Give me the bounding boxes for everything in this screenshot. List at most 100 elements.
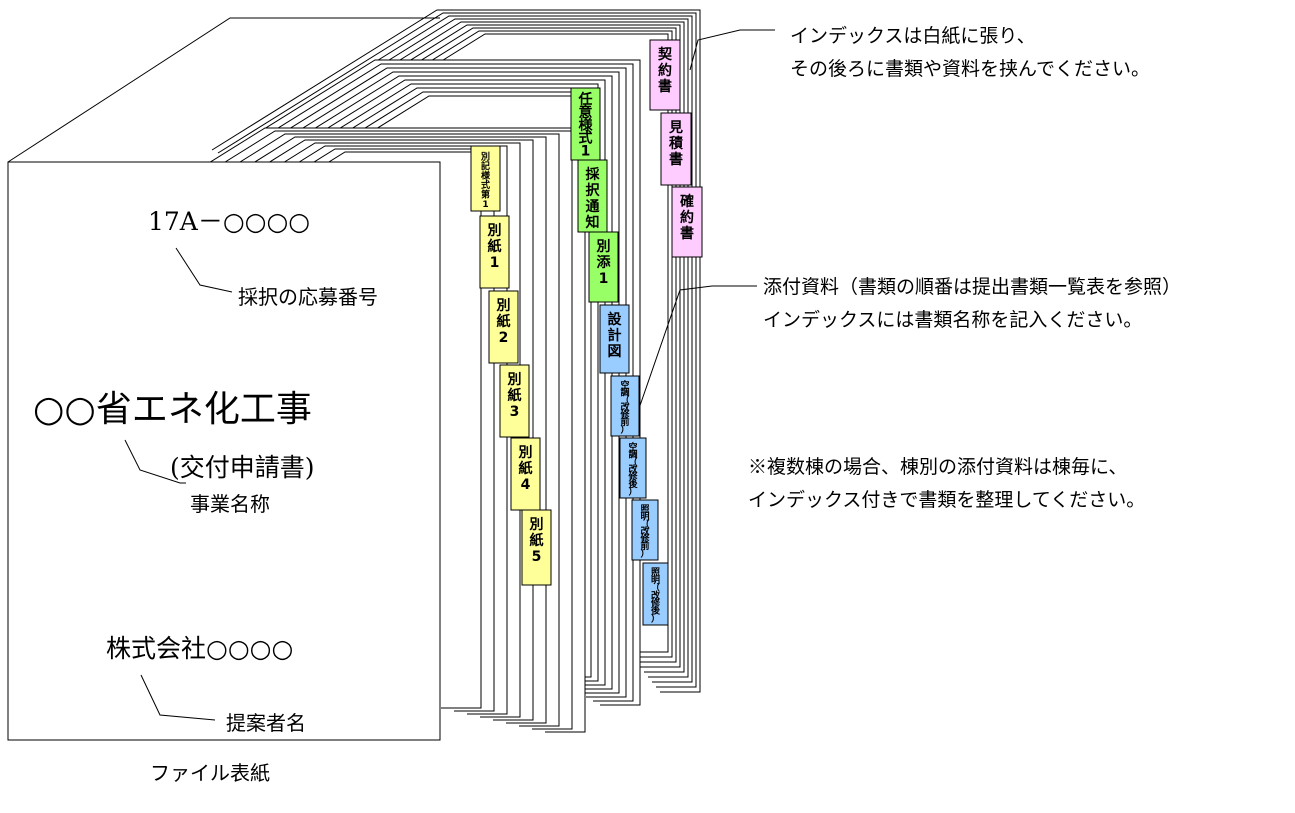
index-tab-body (488, 290, 519, 364)
index-tab-char: 1 (482, 200, 488, 210)
index-tab-char: 紙 (519, 460, 533, 477)
index-tabs: 別記様式第1別紙1別紙2別紙3別紙4別紙5任意様式1採択通知別添1設計図空調（改… (470, 39, 703, 626)
index-tab: 照明（改修前） (631, 499, 659, 561)
index-tab-char: 2 (499, 330, 509, 346)
note-line: その後ろに書類や資料を挟んでください。 (790, 58, 1151, 80)
index-tab-char: 明 (640, 511, 649, 522)
index-tab-char: 別 (518, 445, 533, 461)
index-tab-char: 修 (639, 533, 650, 545)
index-tab-body (588, 231, 619, 303)
index-tab-char: （ (628, 457, 637, 468)
index-tab: 別紙2 (488, 290, 519, 364)
note-line: インデックスには書類名称を記入ください。 (763, 309, 1143, 331)
index-tab-char: 4 (521, 477, 531, 493)
index-tab-char: 紙 (508, 387, 522, 404)
company-name: 株式会社○○○○ (106, 634, 294, 663)
index-tab-char: 紙 (530, 532, 544, 549)
index-tab-body (479, 215, 510, 289)
index-tab-char: 様 (481, 170, 491, 182)
leader-lines (124, 29, 775, 721)
index-tab-char: 図 (608, 344, 622, 360)
index-tab-char: 意 (579, 104, 593, 121)
index-tab: 空調（改修後） (619, 437, 647, 499)
index-tab-char: 択 (586, 182, 601, 199)
note-line: ※複数棟の場合、棟別の添付資料は棟毎に、 (748, 456, 1128, 478)
index-tab-char: 改 (640, 525, 650, 537)
index-tab-char: 紙 (497, 313, 511, 330)
index-tab-char: 別 (496, 298, 511, 314)
index-tab-body (610, 375, 640, 437)
index-tab-char: ） (628, 487, 637, 498)
index-tab: 別紙1 (479, 215, 510, 289)
index-tab-char: 改 (651, 589, 661, 601)
index-tab-char: 紙 (488, 238, 502, 255)
index-tab-body (642, 562, 669, 626)
index-tab-char: 改 (628, 463, 638, 475)
index-tab-body (599, 304, 630, 374)
index-tab-char: 記 (481, 160, 490, 172)
index-tab-char: 修 (650, 597, 661, 609)
file-cover-caption: ファイル表紙 (150, 761, 270, 785)
index-tab-char: 空 (628, 441, 637, 453)
index-tab-char: 1 (581, 143, 591, 159)
index-tab-body (631, 499, 659, 561)
index-tab-char: 修 (627, 471, 638, 483)
index-tab-char: 3 (510, 404, 520, 420)
index-tab: 別紙3 (499, 364, 530, 438)
project-title: ○○省エネ化工事 (33, 389, 312, 430)
index-tab-char: 様 (579, 117, 594, 134)
index-tab-char: 照 (651, 567, 660, 578)
index-tab-char: 見 (668, 120, 683, 136)
cover-spine-edge (7, 17, 440, 163)
index-tab-char: 1 (490, 255, 500, 271)
index-tab-char: 空 (620, 379, 629, 391)
index-tab-char: 後 (651, 605, 661, 617)
index-tab-char: 前 (640, 540, 649, 552)
project-name-label: 事業名称 (190, 492, 270, 516)
note-line: インデックスは白紙に張り、 (790, 25, 1036, 47)
index-tab-body (521, 509, 552, 586)
index-tab-char: 添 (597, 254, 612, 271)
applicant-name-label: 提案者名 (226, 711, 306, 735)
index-tab-body (649, 39, 681, 111)
index-tab-char: 調 (628, 448, 637, 460)
index-tab-char: 確 (680, 193, 694, 210)
index-tab-char: 前 (620, 416, 629, 428)
index-tab: 確約書 (671, 186, 703, 258)
index-tab-char: 契 (657, 46, 673, 63)
index-tab-char: ） (651, 613, 660, 624)
note-line: インデックス付きで書類を整理してください。 (748, 489, 1146, 511)
index-tab: 別紙4 (510, 437, 541, 511)
note-line: 添付資料（書類の順番は提出書類一覧表を参照） (763, 276, 1182, 298)
index-tab-char: 式 (481, 179, 490, 191)
application-number: 17A－○○○○ (148, 207, 311, 236)
index-tab-char: 修 (619, 409, 630, 421)
note-index-tabs: インデックスは白紙に張り、 その後ろに書類や資料を挟んでください。 (790, 20, 1150, 86)
note-multiple-buildings: ※複数棟の場合、棟別の添付資料は棟毎に、 インデックス付きで書類を整理してくださ… (748, 451, 1145, 517)
index-tab-char: 約 (658, 62, 672, 79)
index-tab-char: ） (640, 549, 649, 560)
index-tab-char: 照 (640, 504, 649, 515)
index-tab-char: 書 (658, 78, 672, 95)
index-tab-char: 約 (680, 209, 694, 226)
index-tab-char: 明 (651, 575, 660, 586)
index-tab: 空調（改修前） (610, 375, 640, 437)
leader-line (175, 247, 233, 293)
index-tab-char: 通 (586, 199, 600, 215)
note-attachments: 添付資料（書類の順番は提出書類一覧表を参照） インデックスには書類名称を記入くだ… (763, 271, 1181, 337)
index-tab: 見積書 (660, 112, 692, 186)
index-tab-body (619, 437, 647, 499)
leader-line (140, 674, 216, 721)
leader-line (689, 29, 775, 71)
index-tab: 別添1 (588, 231, 619, 303)
index-tab-body (570, 87, 601, 161)
index-tab-char: （ (620, 395, 629, 406)
index-tab-char: （ (640, 519, 649, 530)
index-tab-body (660, 112, 692, 186)
index-tab-char: （ (651, 583, 660, 594)
leader-line (124, 439, 186, 484)
index-tab-char: 1 (599, 271, 609, 287)
